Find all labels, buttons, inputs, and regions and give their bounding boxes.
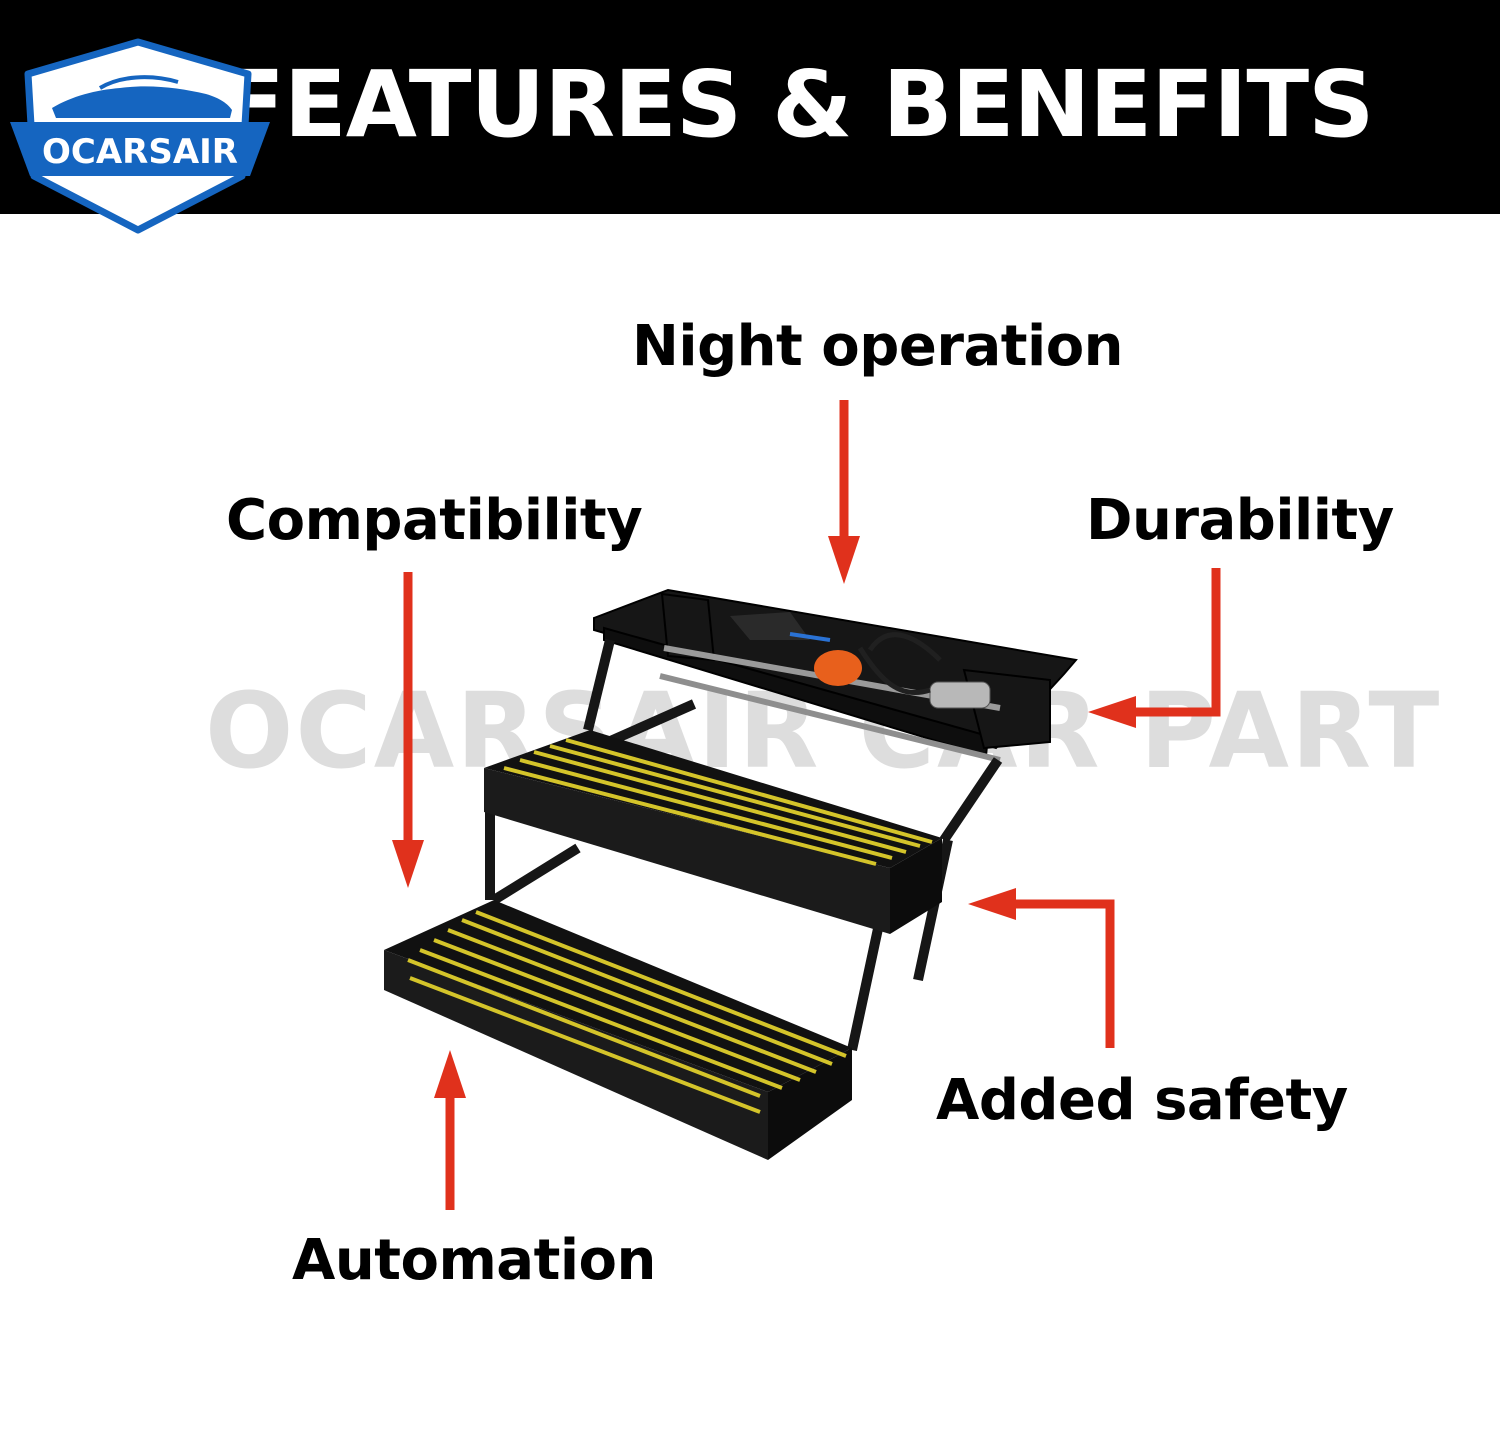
logo-text: OCARSAIR (42, 132, 238, 172)
label-added-safety: Added safety (936, 1068, 1348, 1133)
header-banner: FEATURES & BENEFITS (0, 0, 1500, 214)
upper-step (484, 730, 942, 934)
label-night-operation: Night operation (632, 314, 1124, 379)
arrow-night-operation (828, 400, 860, 584)
label-durability: Durability (1086, 488, 1394, 553)
brand-logo: OCARSAIR (10, 38, 270, 234)
arrow-durability (1088, 568, 1221, 728)
arrow-compatibility (392, 572, 424, 888)
orange-lamp (814, 650, 862, 686)
motor (929, 681, 991, 709)
label-compatibility: Compatibility (226, 488, 643, 553)
lower-step (384, 900, 852, 1160)
arrow-added-safety (968, 888, 1115, 1048)
label-automation: Automation (292, 1228, 656, 1293)
car-silhouette-icon (52, 75, 232, 118)
banner-title: FEATURES & BENEFITS (222, 51, 1374, 158)
arrow-automation (434, 1050, 466, 1210)
